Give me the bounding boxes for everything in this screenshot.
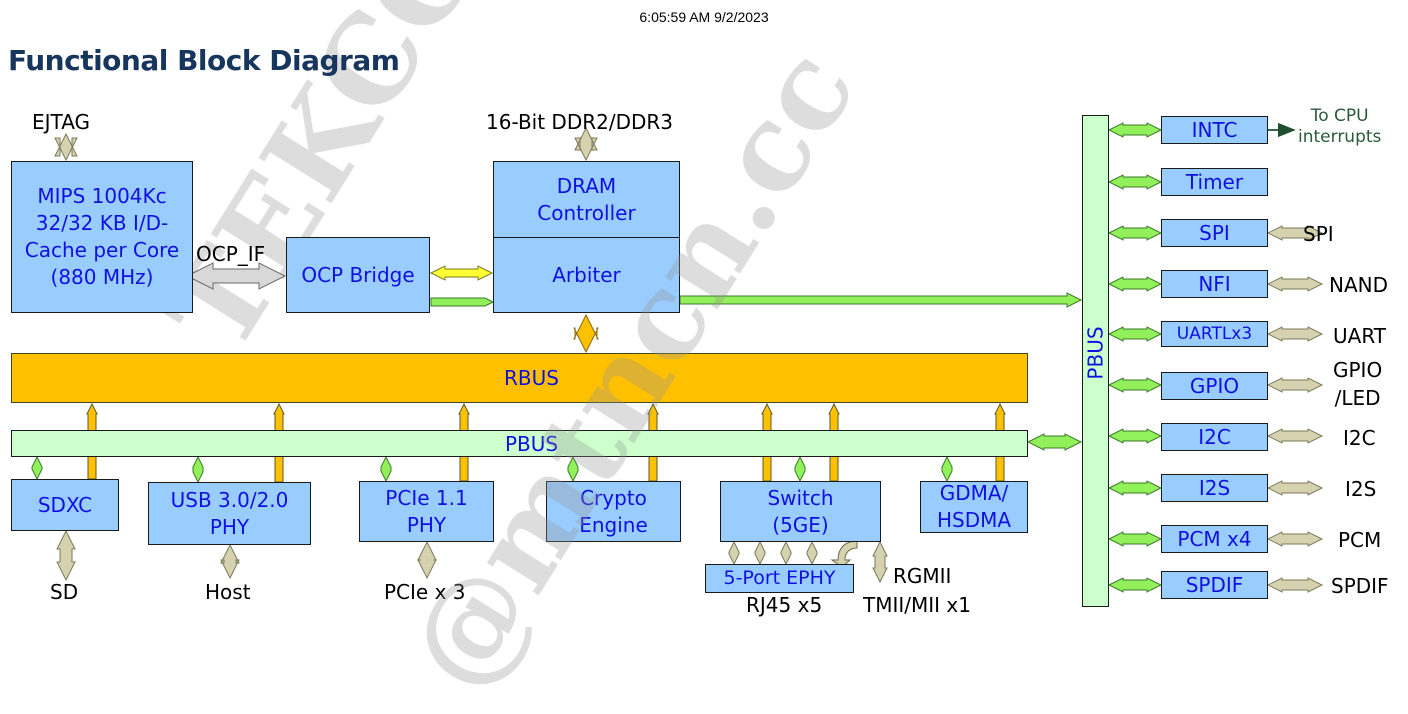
- peripheral-uartlx3: UARTLx3: [1161, 321, 1268, 347]
- peripheral-spi: SPI: [1161, 219, 1268, 247]
- peripheral-i2s: I2S: [1161, 474, 1268, 502]
- pbus-link-arrow: [1026, 433, 1083, 451]
- peripheral-i2c: I2C: [1161, 423, 1268, 451]
- gdma-hsdma-block: GDMA/ HSDMA: [920, 481, 1028, 533]
- ephy-port-arrow: [780, 540, 792, 566]
- sdxc-block: SDXC: [11, 479, 119, 531]
- ddr-label: 16-Bit DDR2/DDR3: [486, 110, 674, 134]
- external-spi: SPI: [1303, 222, 1334, 246]
- pcie-phy-block: PCIe 1.1 PHY: [359, 481, 494, 542]
- ejtag-arrow: [54, 132, 78, 162]
- external-pcm: PCM: [1338, 528, 1382, 552]
- peripheral-external-arrow: [1266, 480, 1324, 496]
- cpu-block: MIPS 1004Kc 32/32 KB I/D- Cache per Core…: [11, 161, 193, 313]
- bridge-arbiter-green-link: [430, 297, 495, 307]
- sd-arrow: [56, 529, 76, 582]
- pbus-vertical-label: PBUS: [1083, 326, 1108, 380]
- ocp-if-label: OCP_IF: [196, 242, 266, 266]
- rgmii-arrow: [872, 540, 888, 584]
- rbus: RBUS: [11, 353, 1028, 403]
- ddr-arrow: [574, 126, 598, 162]
- arbiter-to-pbus-arrow: [679, 292, 1083, 308]
- pbus-vertical: PBUS: [1082, 115, 1109, 607]
- rj45-label: RJ45 x5: [746, 593, 823, 617]
- bridge-arbiter-arrow: [429, 265, 494, 281]
- dram-controller-block: DRAM Controller: [493, 161, 680, 238]
- switch-curved-arrow: [830, 540, 858, 568]
- rgmii-label: RGMII: [893, 564, 952, 588]
- pbus-peripheral-arrow: [1107, 577, 1163, 593]
- arbiter-rbus-arrow: [573, 313, 599, 354]
- peripheral-external-arrow: [1266, 276, 1324, 292]
- pbus-block-arrow: [192, 455, 204, 484]
- host-arrow: [220, 543, 240, 580]
- page-title: Functional Block Diagram: [8, 44, 400, 77]
- pbus-peripheral-arrow: [1107, 276, 1163, 292]
- pcie-label: PCIe x 3: [384, 580, 466, 604]
- pbus-block-arrow: [567, 455, 579, 483]
- pbus-peripheral-arrow: [1107, 225, 1163, 241]
- arbiter-block: Arbiter: [493, 237, 680, 313]
- cpu-interrupts-label: To CPU interrupts: [1298, 106, 1382, 148]
- peripheral-external-arrow: [1266, 225, 1324, 241]
- pbus-block-arrow: [31, 455, 43, 481]
- pbus-peripheral-arrow: [1107, 122, 1163, 138]
- rbus-label: RBUS: [504, 366, 559, 390]
- external-uart: UART: [1333, 324, 1386, 348]
- pbus-peripheral-arrow: [1107, 174, 1163, 190]
- crypto-engine-block: Crypto Engine: [546, 481, 681, 542]
- pbus-horizontal: PBUS: [11, 430, 1028, 457]
- external-i2s: I2S: [1345, 477, 1377, 501]
- peripheral-external-arrow: [1266, 377, 1324, 393]
- ephy-block: 5-Port EPHY: [705, 564, 854, 593]
- ocp-bridge-block: OCP Bridge: [286, 237, 430, 313]
- ephy-port-arrow: [754, 540, 766, 566]
- external-spdif: SPDIF: [1331, 574, 1389, 598]
- pbus-block-arrow: [941, 455, 953, 483]
- pbus-peripheral-arrow: [1107, 480, 1163, 496]
- peripheral-external-arrow: [1266, 531, 1324, 547]
- ephy-port-arrow: [806, 540, 818, 566]
- sd-label: SD: [50, 580, 79, 604]
- ephy-port-arrow: [728, 540, 740, 566]
- pcie-arrow: [417, 540, 437, 580]
- peripheral-gpio: GPIO: [1161, 372, 1268, 400]
- external-i2c: I2C: [1343, 426, 1376, 450]
- external-nand: NAND: [1329, 273, 1389, 297]
- host-label: Host: [205, 580, 251, 604]
- peripheral-intc: INTC: [1161, 116, 1268, 144]
- pbus-peripheral-arrow: [1107, 531, 1163, 547]
- usb-phy-block: USB 3.0/2.0 PHY: [148, 482, 311, 545]
- pbus-block-arrow: [794, 455, 806, 483]
- peripheral-nfi: NFI: [1161, 270, 1268, 298]
- pbus-peripheral-arrow: [1107, 377, 1163, 393]
- ejtag-label: EJTAG: [32, 110, 91, 134]
- external-gpio-led: GPIO /LED: [1333, 358, 1383, 410]
- peripheral-spdif: SPDIF: [1161, 571, 1268, 599]
- tmii-label: TMII/MII x1: [863, 593, 971, 617]
- switch-block: Switch (5GE): [720, 481, 881, 542]
- pbus-peripheral-arrow: [1107, 428, 1163, 444]
- peripheral-external-arrow: [1266, 577, 1324, 593]
- peripheral-pcm-x4: PCM x4: [1161, 525, 1268, 553]
- ocp-if-arrow: [185, 262, 287, 290]
- timestamp: 6:05:59 AM 9/2/2023: [639, 9, 769, 25]
- peripheral-external-arrow: [1266, 428, 1324, 444]
- pbus-label: PBUS: [504, 431, 559, 456]
- peripheral-external-arrow: [1266, 326, 1324, 342]
- pbus-peripheral-arrow: [1107, 326, 1163, 342]
- peripheral-timer: Timer: [1161, 168, 1268, 196]
- pbus-block-arrow: [380, 455, 392, 483]
